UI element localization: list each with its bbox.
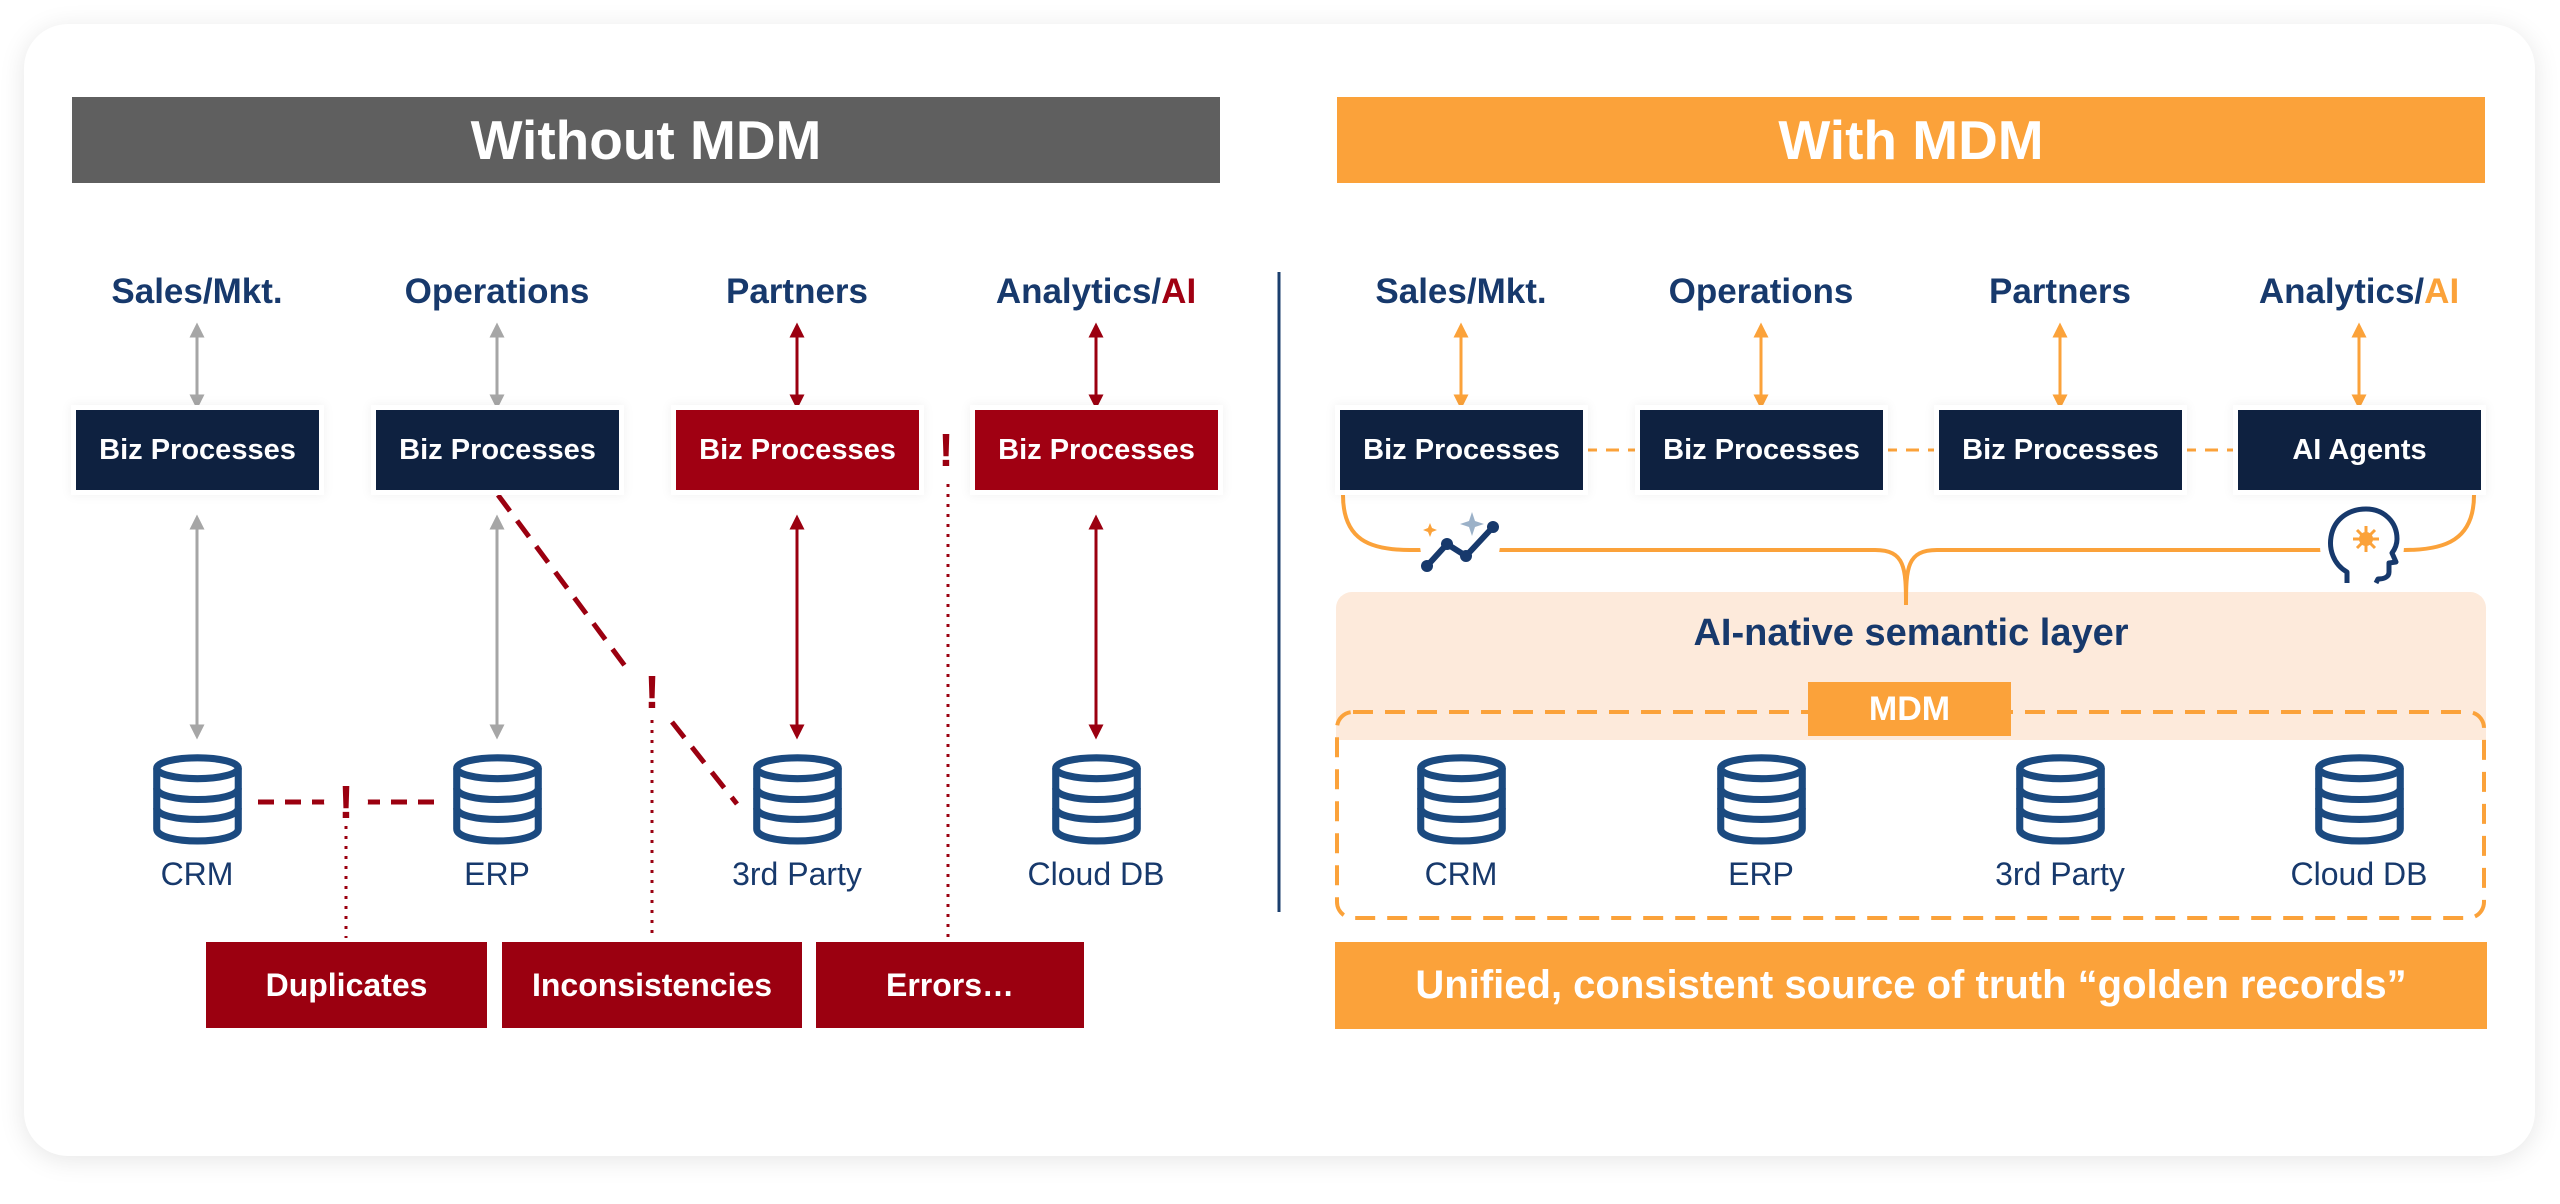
semantic-layer-title: AI-native semantic layer	[1693, 612, 2129, 654]
database-icon	[157, 758, 239, 841]
database-icon	[2020, 758, 2102, 841]
right-label-partners: Partners	[1988, 272, 2132, 311]
warning-badge-processes: !	[921, 424, 971, 477]
right-db-3rdparty: 3rd Party	[1995, 856, 2125, 892]
exclamation-icon: !	[938, 424, 953, 476]
left-process-sales: Biz Processes	[76, 410, 319, 490]
right-label-operations: Operations	[1668, 272, 1854, 311]
database-icon	[1421, 758, 1503, 841]
database-icon	[457, 758, 539, 841]
right-ai-agents: AI Agents	[2238, 410, 2481, 490]
exclamation-icon: !	[338, 776, 353, 828]
left-label-sales: Sales/Mkt.	[111, 272, 283, 311]
golden-records-bar: Unified, consistent source of truth “gol…	[1335, 942, 2487, 1029]
issue-duplicates: Duplicates	[206, 942, 487, 1028]
left-process-operations: Biz Processes	[376, 410, 619, 490]
right-label-analytics-text: Analytics/	[2258, 272, 2425, 311]
operations-3rdparty-dashed-link-2	[670, 720, 739, 806]
left-process-partners: Biz Processes	[676, 410, 919, 490]
right-db-crm: CRM	[1424, 856, 1498, 892]
right-db-erp: ERP	[1728, 856, 1794, 892]
left-label-partners: Partners	[725, 272, 869, 311]
right-label-analytics: Analytics/AI	[2224, 272, 2494, 312]
warning-badge-duplicates: !	[324, 776, 368, 828]
issue-errors: Errors…	[816, 942, 1084, 1028]
right-process-partners: Biz Processes	[1939, 410, 2182, 490]
with-mdm-header: With MDM	[1337, 97, 2485, 183]
right-label-analytics-ai: AI	[2424, 272, 2460, 311]
left-label-analytics-ai: AI	[1161, 272, 1197, 311]
left-db-erp: ERP	[464, 856, 530, 892]
exclamation-icon: !	[644, 666, 659, 718]
semantic-brace	[1341, 494, 2476, 606]
mdm-tag: MDM	[1808, 682, 2011, 736]
right-process-operations: Biz Processes	[1640, 410, 1883, 490]
without-mdm-header: Without MDM	[72, 97, 1220, 183]
left-label-analytics: Analytics/AI	[961, 272, 1231, 312]
database-icon	[1056, 758, 1138, 841]
issue-inconsistencies: Inconsistencies	[502, 942, 802, 1028]
left-label-operations: Operations	[404, 272, 590, 311]
trend-sparkle-icon	[1420, 504, 1500, 584]
ai-head-icon	[2320, 504, 2404, 588]
left-label-analytics-text: Analytics/	[995, 272, 1162, 311]
right-db-clouddb: Cloud DB	[2290, 856, 2428, 892]
left-db-clouddb: Cloud DB	[1027, 856, 1165, 892]
right-label-sales: Sales/Mkt.	[1375, 272, 1547, 311]
left-process-analytics: Biz Processes	[975, 410, 1218, 490]
right-process-sales: Biz Processes	[1340, 410, 1583, 490]
warning-badge-inconsistency: !	[627, 666, 677, 718]
database-icon	[757, 758, 839, 841]
left-db-crm: CRM	[160, 856, 234, 892]
database-icon	[1721, 758, 1803, 841]
left-db-3rdparty: 3rd Party	[732, 856, 862, 892]
operations-3rdparty-dashed-link	[495, 493, 631, 672]
database-icon	[2319, 758, 2401, 841]
